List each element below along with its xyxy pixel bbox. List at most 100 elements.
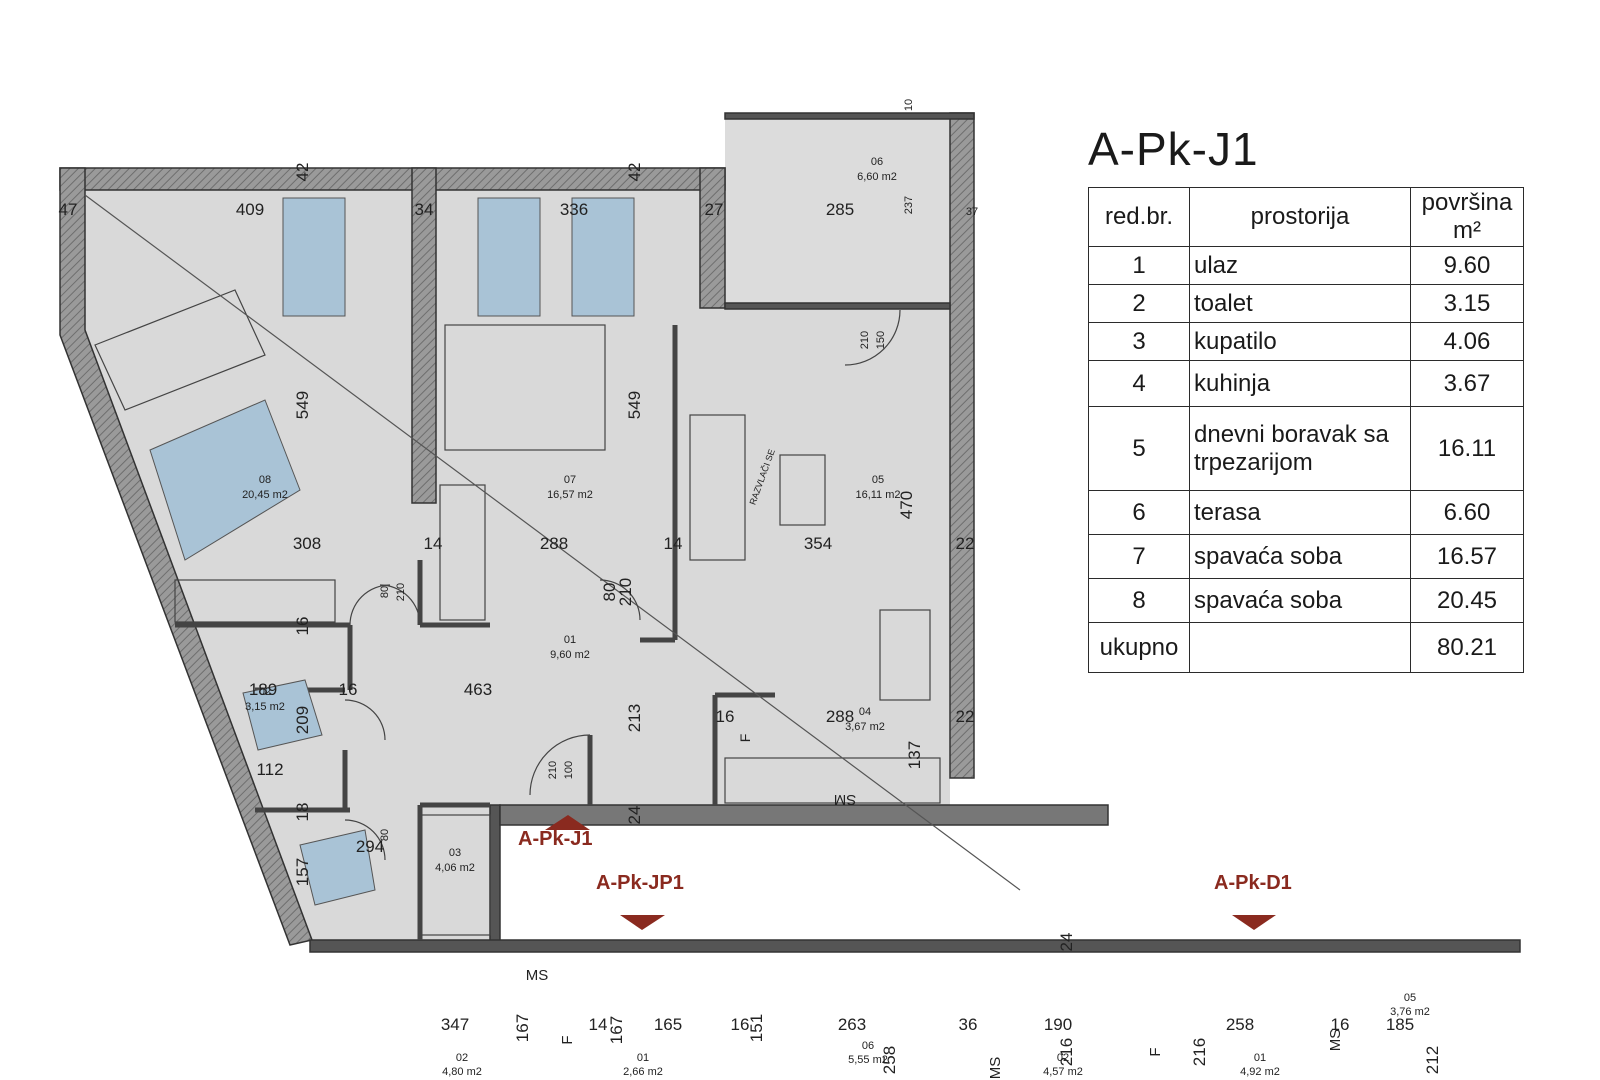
room-code: 08 xyxy=(259,474,271,486)
terrace-floor xyxy=(725,113,950,303)
room-code: 05 xyxy=(872,474,884,486)
dimension-label: 47 xyxy=(59,200,78,219)
row-area: 16.57 xyxy=(1410,534,1524,579)
wall-corridor xyxy=(489,804,501,951)
bathroom-fixture-1 xyxy=(242,679,323,751)
row-no: 4 xyxy=(1088,360,1190,407)
wall-bottom xyxy=(499,804,1109,826)
doors xyxy=(344,309,901,861)
desk-1 xyxy=(282,197,346,317)
header-area: površina m² xyxy=(1410,187,1524,247)
dimension-label: 27 xyxy=(705,200,724,219)
wall-terrace-bottom xyxy=(724,302,951,310)
dimension-label: 14 xyxy=(424,534,443,553)
table-header-row: red.br. prostorija površina m² xyxy=(1088,187,1524,247)
room-code: 06 xyxy=(871,156,883,168)
dimension-label: 336 xyxy=(560,200,588,219)
kitchen-counter xyxy=(724,757,941,804)
lower-dimension-label: 151 xyxy=(747,1014,766,1042)
dimension-label: 16 xyxy=(339,680,358,699)
dimension-label: 285 xyxy=(826,200,854,219)
floor-area xyxy=(80,113,1520,1080)
lower-dimension-label: 190 xyxy=(1044,1015,1072,1034)
cut-marker-3 xyxy=(1232,915,1276,930)
dimension-label: 100 xyxy=(563,761,575,779)
row-area: 16.11 xyxy=(1410,406,1524,491)
dimension-label: 22 xyxy=(956,534,975,553)
section-markers xyxy=(545,815,1276,930)
dimension-label: 42 xyxy=(625,163,644,182)
lower-dimension-label: 36 xyxy=(959,1015,978,1034)
row-name: spavaća soba xyxy=(1189,534,1411,579)
dimension-label: 14 xyxy=(664,534,683,553)
dimension-label: 294 xyxy=(356,837,384,856)
dimension-label: 288 xyxy=(540,534,568,553)
lower-dimension-label: 24 xyxy=(1057,933,1076,952)
room-area: 3,67 m2 xyxy=(845,721,885,733)
desk-2 xyxy=(477,197,541,317)
lower-dimension-label: 16 xyxy=(731,1015,750,1034)
row-name: kupatilo xyxy=(1189,322,1411,361)
lower-dimension-label: 185 xyxy=(1386,1015,1414,1034)
dimension-label: 210 xyxy=(547,761,559,779)
dimension-label: 18 xyxy=(293,803,312,822)
dimension-label: 16 xyxy=(716,707,735,726)
room-area: 6,60 m2 xyxy=(857,171,897,183)
section-label-d1: A-Pk-D1 xyxy=(1214,872,1292,894)
room-code: 07 xyxy=(564,474,576,486)
dimension-label: 354 xyxy=(804,534,832,553)
room-code: 03 xyxy=(449,847,461,859)
dimension-label: 549 xyxy=(293,391,312,419)
lower-dimension-label: 165 xyxy=(654,1015,682,1034)
dimension-label: 409 xyxy=(236,200,264,219)
lower-room-code: 01 xyxy=(1254,1052,1266,1064)
lower-dimension-label: 212 xyxy=(1423,1046,1442,1074)
total-value: 80.21 xyxy=(1410,622,1524,673)
room-code: 02 xyxy=(259,686,271,698)
room-code: 04 xyxy=(859,706,871,718)
lower-dimension-label: 216 xyxy=(1057,1038,1076,1066)
header-no: red.br. xyxy=(1088,187,1190,247)
lower-room-code: 06 xyxy=(862,1040,874,1052)
section-label-j1: A-Pk-J1 xyxy=(518,828,593,850)
dimension-label: 150 xyxy=(875,331,887,349)
dimension-label: 16 xyxy=(293,617,312,636)
lower-dimension-label: 258 xyxy=(880,1046,899,1074)
dimension-label: 288 xyxy=(826,707,854,726)
bed-1 xyxy=(149,399,301,561)
room-area: 16,57 m2 xyxy=(547,489,593,501)
lower-room-area: 3,76 m2 xyxy=(1390,1006,1430,1018)
row-name: ulaz xyxy=(1189,246,1411,285)
bed-double xyxy=(444,324,606,451)
header-room: prostorija xyxy=(1189,187,1411,247)
row-name: terasa xyxy=(1189,490,1411,535)
lower-room-area: 2,66 m2 xyxy=(623,1066,663,1078)
section-label-jp1: A-Pk-JP1 xyxy=(596,872,684,894)
wall-lower-top xyxy=(309,939,1521,953)
room-area: 16,11 m2 xyxy=(855,489,900,501)
room-area: 4,06 m2 xyxy=(435,862,475,874)
lower-room-code: 02 xyxy=(1057,1052,1069,1064)
row-area: 9.60 xyxy=(1410,246,1524,285)
sofa xyxy=(689,414,746,561)
dimension-label: 80 xyxy=(379,829,391,841)
lower-floor xyxy=(310,950,1520,1080)
wardrobe-2 xyxy=(174,579,336,623)
dimension-label: 24 xyxy=(625,806,644,825)
dimension-label: 112 xyxy=(256,760,283,779)
lower-dimension-label: 216 xyxy=(1190,1038,1209,1066)
plan-title: A-Pk-J1 xyxy=(1088,123,1259,175)
lower-room-area: 4,80 m2 xyxy=(442,1066,482,1078)
row-no: 5 xyxy=(1088,406,1190,491)
